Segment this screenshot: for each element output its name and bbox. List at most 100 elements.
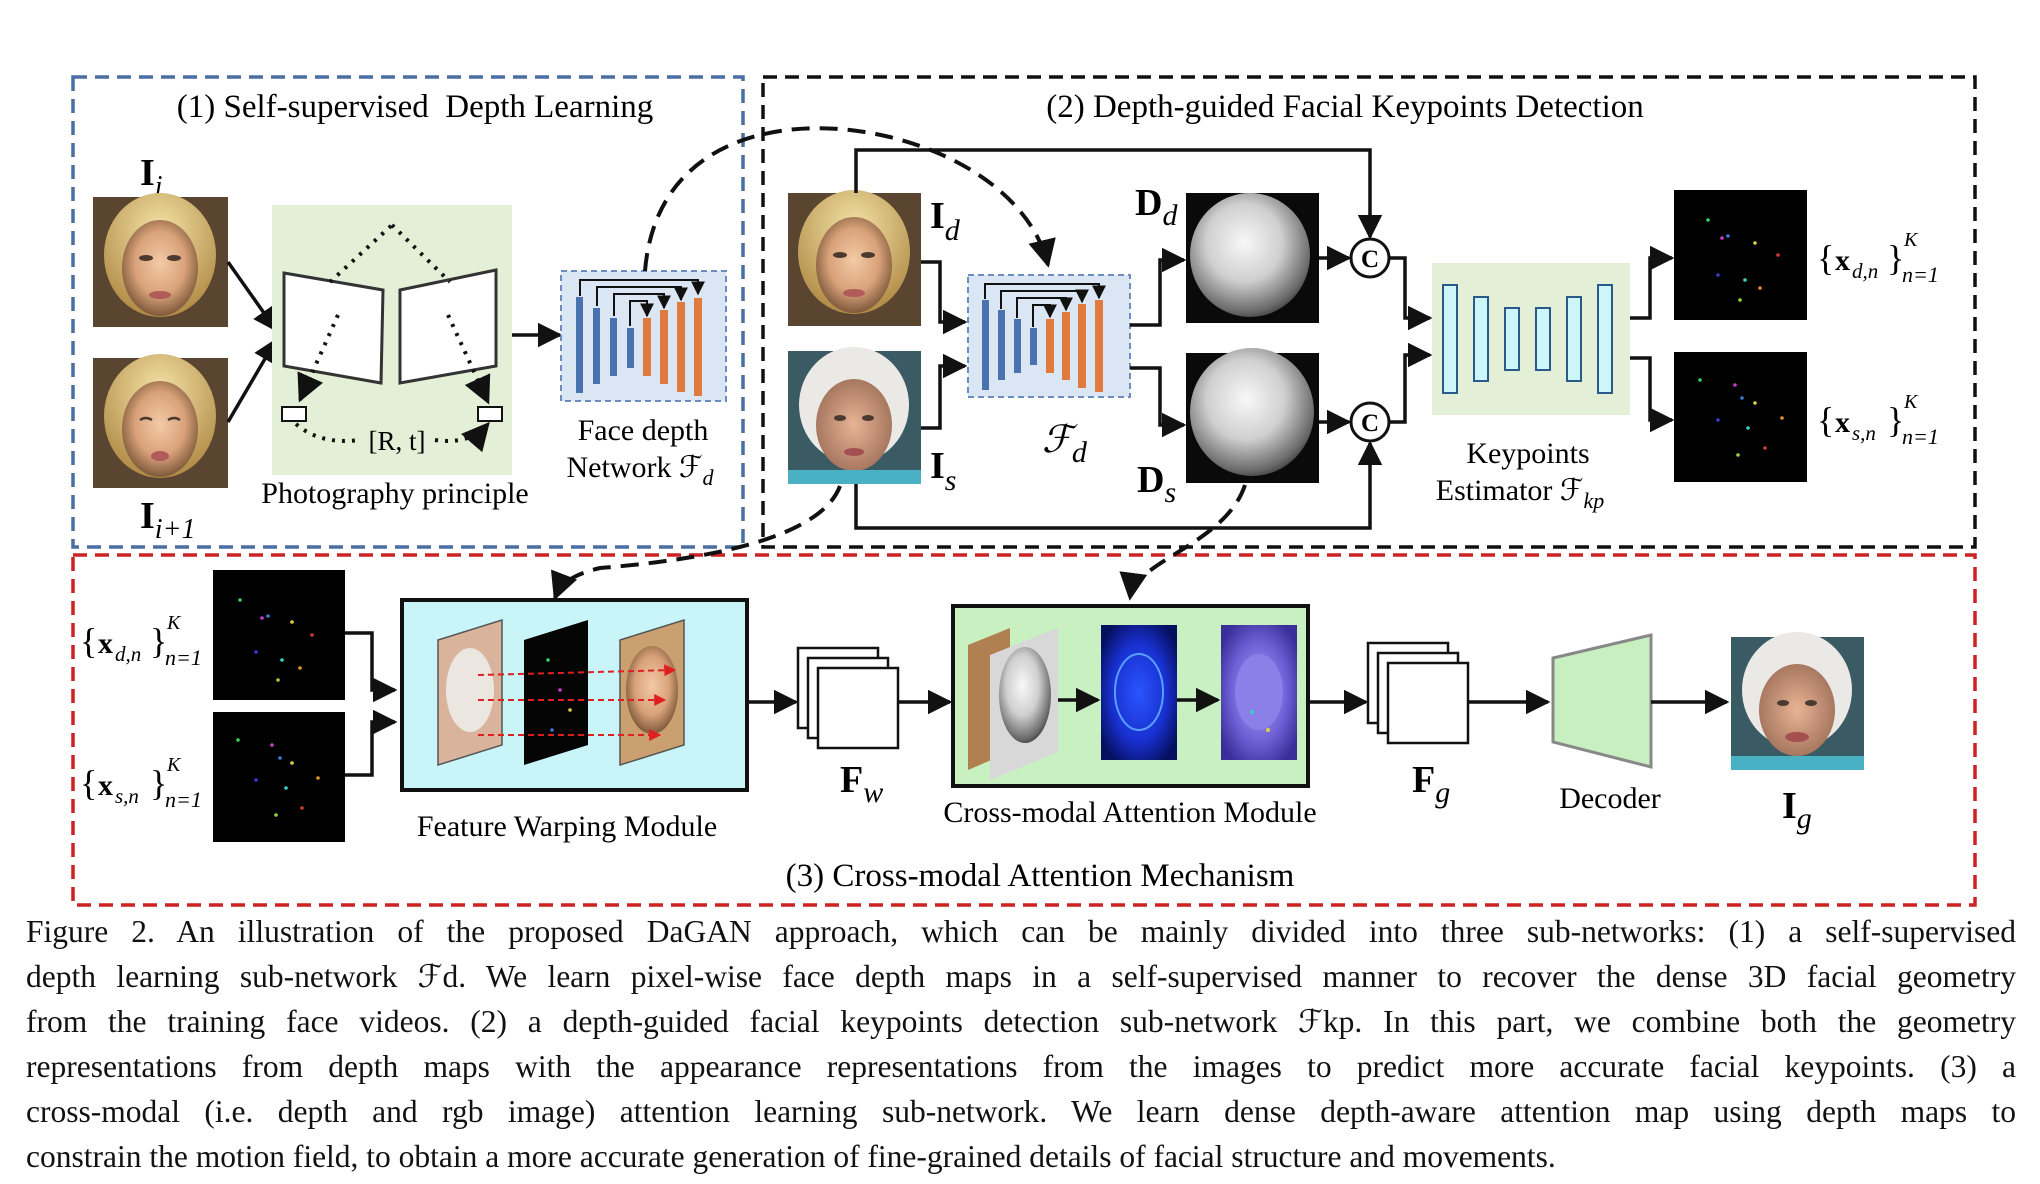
svg-text:{: { <box>80 621 97 661</box>
label-Dd: Dd <box>1135 182 1178 232</box>
kp-label-line2: Estimator ℱkp <box>1436 474 1605 513</box>
panel-keypoints-detection <box>761 75 1977 549</box>
label-Id: Id <box>930 195 961 247</box>
panel3-title: (3) Cross-modal Attention Mechanism <box>786 858 1295 894</box>
keypoints-set-source-2: { x s,n } K n=1 <box>80 754 202 812</box>
face-depth-label-line2: Network ℱd <box>566 451 714 490</box>
arrow-Is-skip-to-concat <box>854 440 1383 530</box>
svg-text:K: K <box>166 754 182 776</box>
svg-text:x: x <box>1835 244 1850 277</box>
fwm-label: Feature Warping Module <box>417 810 717 843</box>
svg-text:K: K <box>166 612 182 634</box>
keypoint-map-driving-2 <box>213 570 345 700</box>
arrow-kp-to-xs <box>1630 356 1675 433</box>
svg-text:K: K <box>1903 391 1919 413</box>
face-depth-network-2 <box>967 274 1131 398</box>
depth-map-Dd <box>1186 193 1319 323</box>
keypoint-map-driving <box>1674 190 1807 320</box>
decoder-block <box>1551 633 1653 769</box>
arrow-concat-top-to-kp <box>1389 256 1433 331</box>
svg-text:}: } <box>1887 400 1904 440</box>
keypoint-map-source <box>1674 352 1807 482</box>
caption-line: from the training face videos. (2) a dep… <box>26 1004 2016 1039</box>
arrow-xd-to-fwm <box>345 631 398 703</box>
svg-text:n=1: n=1 <box>1902 262 1939 287</box>
keypoints-set-driving: { x d,n } K n=1 <box>1817 229 1939 287</box>
caption-line: Figure 2. An illustration of the propose… <box>26 914 2016 949</box>
arrow-Is-to-Fd <box>921 353 968 430</box>
arrow-Fd-to-Ds <box>1130 366 1187 438</box>
svg-text:x: x <box>98 627 113 660</box>
panel-self-supervised-depth <box>71 75 745 549</box>
camera-right-icon <box>477 406 503 422</box>
svg-text:K: K <box>1903 229 1919 251</box>
dashed-Ds-to-cam <box>1119 484 1247 601</box>
concat-icon-bottom: C <box>1349 401 1391 443</box>
label-Fd: ℱd <box>1042 419 1088 469</box>
dashed-weight-share-arrow <box>643 126 1056 272</box>
face-depth-network-1 <box>560 270 727 402</box>
arrow-kp-to-xd <box>1630 245 1675 320</box>
face-image-Is <box>788 347 921 484</box>
face-image-Ii <box>93 193 228 327</box>
dashed-Is-to-fwm <box>550 485 842 601</box>
depth-map-Ds <box>1186 348 1319 483</box>
arrow-Ii-to-photo <box>226 260 278 333</box>
svg-text:x: x <box>98 769 113 802</box>
rt-label: [R, t] <box>369 426 426 456</box>
svg-text:x: x <box>1835 406 1850 439</box>
face-image-Id <box>788 190 921 326</box>
label-Ii: Ii <box>140 152 163 202</box>
panel2-title: (2) Depth-guided Facial Keypoints Detect… <box>1046 89 1644 125</box>
photography-label: Photography principle <box>261 477 528 510</box>
svg-text:}: } <box>1887 238 1904 278</box>
arrow-concat-bottom-to-kp <box>1389 342 1433 424</box>
svg-text:n=1: n=1 <box>1902 424 1939 449</box>
svg-text:s,n: s,n <box>1852 421 1876 445</box>
svg-text:s,n: s,n <box>115 784 139 808</box>
keypoints-set-source: { x s,n } K n=1 <box>1817 391 1939 449</box>
caption-line: depth learning sub-network ℱd. We learn … <box>26 959 2016 994</box>
face-image-Ig <box>1731 632 1864 770</box>
arrow-Ii1-to-photo <box>226 337 278 423</box>
face-image-Ii1 <box>93 354 228 488</box>
keypoint-map-source-2 <box>213 712 345 842</box>
svg-text:n=1: n=1 <box>165 787 202 812</box>
label-Ds: Ds <box>1137 459 1176 509</box>
figure-caption: Figure 2. An illustration of the propose… <box>26 909 2016 1179</box>
feature-stack-Fg <box>1366 641 1470 745</box>
feature-stack-Fw <box>796 646 900 750</box>
svg-text:C: C <box>1361 246 1379 273</box>
svg-text:d,n: d,n <box>115 642 141 666</box>
svg-text:n=1: n=1 <box>165 645 202 670</box>
face-depth-label-line1: Face depth <box>578 414 709 447</box>
kp-label-line1: Keypoints <box>1466 437 1589 470</box>
label-Is: Is <box>930 445 956 497</box>
label-Fw: Fw <box>840 759 883 809</box>
keypoints-set-driving-2: { x d,n } K n=1 <box>80 612 202 670</box>
svg-text:}: } <box>150 763 167 803</box>
arrow-Fd-to-Dd <box>1130 247 1187 327</box>
cross-modal-attention-module <box>951 604 1310 788</box>
svg-text:{: { <box>80 763 97 803</box>
caption-line: representations from depth maps with the… <box>26 1049 2016 1084</box>
arrow-Id-to-Fd <box>921 260 968 335</box>
arrow-Id-skip-to-concat <box>854 148 1383 240</box>
photography-principle-diagram: [R, t] <box>272 205 512 475</box>
svg-text:C: C <box>1361 410 1379 437</box>
caption-line: constrain the motion field, to obtain a … <box>26 1139 1556 1174</box>
concat-icon-top: C <box>1349 237 1391 279</box>
label-Ii1: Ii+1 <box>140 495 195 545</box>
svg-text:}: } <box>150 621 167 661</box>
decoder-label: Decoder <box>1559 782 1661 815</box>
panel1-title: (1) Self-supervised Depth Learning <box>177 89 654 125</box>
cam-label: Cross-modal Attention Module <box>943 796 1316 829</box>
svg-text:d,n: d,n <box>1852 259 1878 283</box>
svg-text:{: { <box>1817 400 1834 440</box>
label-Ig: Ig <box>1782 785 1812 835</box>
feature-warping-module <box>400 598 749 792</box>
caption-line: cross-modal (i.e. depth and rgb image) a… <box>26 1094 2016 1129</box>
panel-cross-modal-attention <box>71 553 1977 907</box>
svg-text:{: { <box>1817 238 1834 278</box>
